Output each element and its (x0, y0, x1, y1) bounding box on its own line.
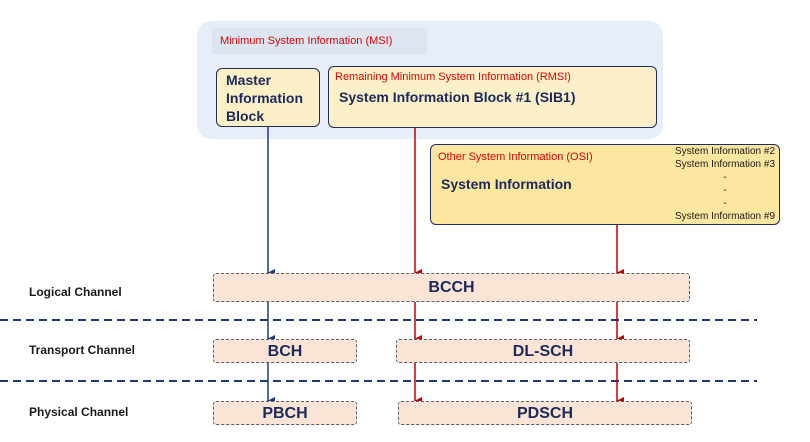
rmsi-label: Remaining Minimum System Information (RM… (335, 71, 571, 83)
osi-title: System Information (441, 176, 572, 192)
osi-box[interactable] (430, 144, 780, 225)
osi-label: Other System Information (OSI) (438, 151, 593, 163)
pdsch-box[interactable]: PDSCH (398, 401, 692, 425)
mib-line-1: Master (226, 72, 272, 88)
sib1-title: System Information Block #1 (SIB1) (339, 89, 576, 105)
osi-si-item: - (723, 198, 727, 209)
mib-line-2: Information (226, 90, 303, 106)
osi-si-list: System Information #2 System Information… (650, 145, 800, 223)
bcch-box[interactable]: BCCH (213, 273, 690, 302)
osi-si-item: System Information #2 (674, 146, 776, 157)
osi-si-item: - (723, 185, 727, 196)
osi-si-item: System Information #9 (674, 211, 776, 222)
dlsch-box[interactable]: DL-SCH (396, 339, 690, 363)
rmsi-box[interactable] (328, 66, 657, 128)
osi-si-item: - (723, 172, 727, 183)
pbch-box[interactable]: PBCH (213, 401, 357, 425)
bch-box[interactable]: BCH (213, 339, 357, 363)
row-label-transport: Transport Channel (29, 343, 136, 357)
osi-si-item: System Information #3 (674, 159, 776, 170)
row-label-physical: Physical Channel (29, 405, 129, 419)
row-label-logical: Logical Channel (29, 285, 122, 299)
msi-label: Minimum System Information (MSI) (212, 28, 427, 54)
mib-box[interactable]: Master Information Block (216, 68, 320, 127)
mib-line-3: Block (226, 108, 265, 124)
